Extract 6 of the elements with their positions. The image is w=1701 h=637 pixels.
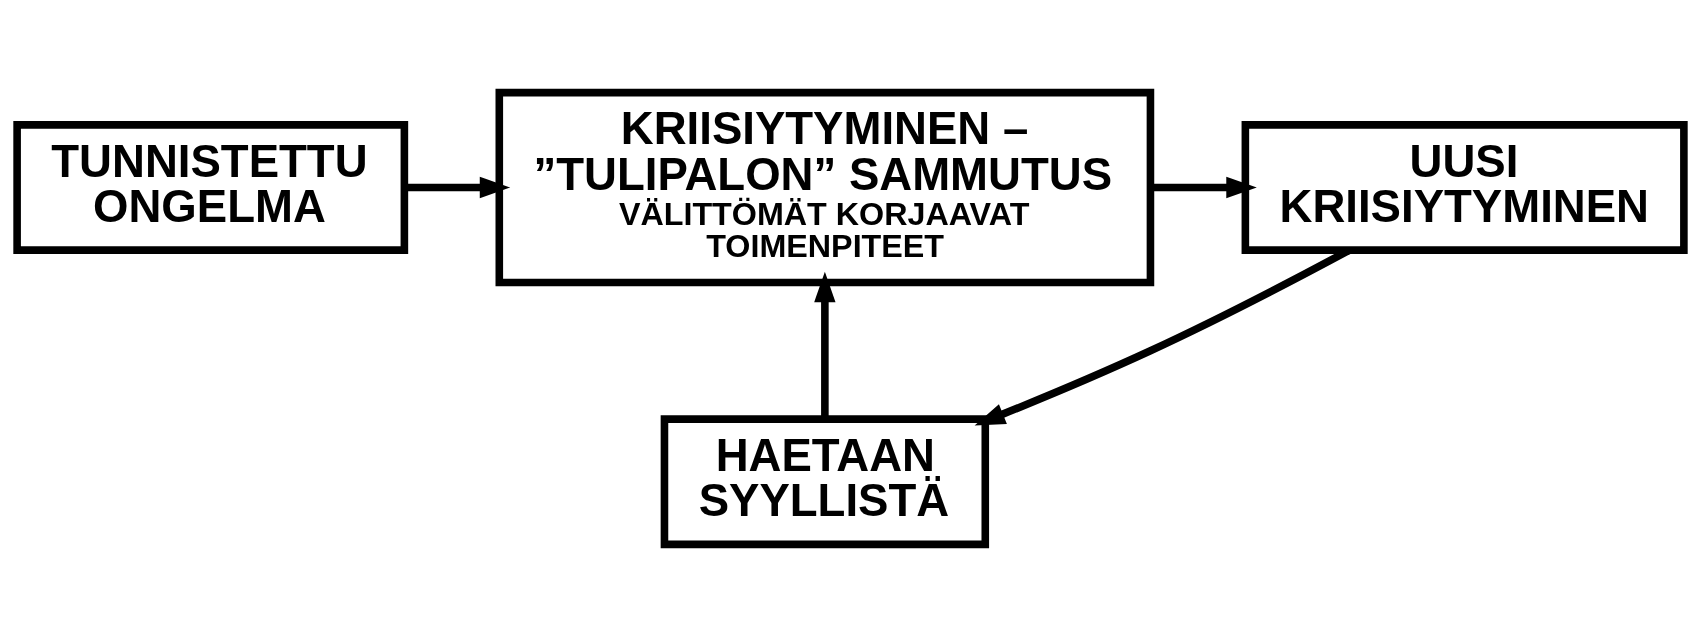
node-box: UUSI KRIISIYTYMINEN [1241,121,1688,254]
arrow [1151,176,1257,199]
arrow [814,271,836,419]
node-box: KRIISIYTYMINEN – ”TULIPALON” SAMMUTUS VÄLITTÖMÄT KORJAAVAT TOIMENPITEET [495,88,1155,287]
node-box: HAETAAN SYYLLISTÄ [660,415,990,549]
node-box: TUNNISTETTU ONGELMA [13,121,409,254]
